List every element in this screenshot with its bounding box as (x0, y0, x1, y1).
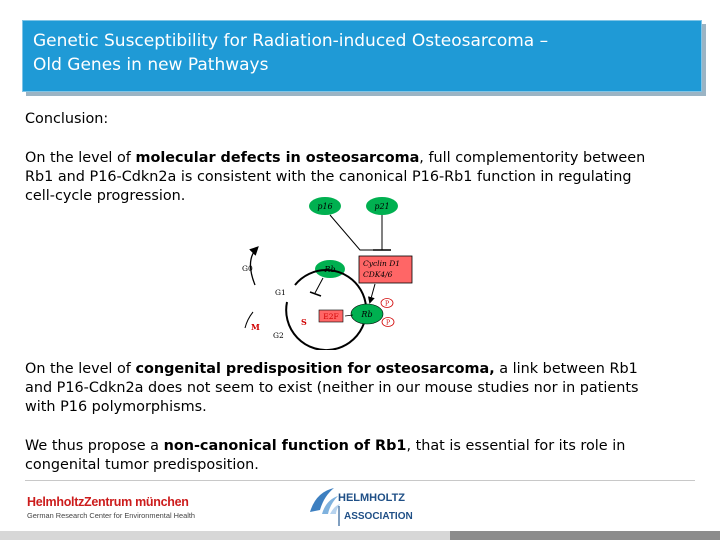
phosphate-circle-1 (380, 298, 394, 308)
p16-label: p16 (317, 202, 332, 211)
phosphate-circle-2 (381, 317, 395, 327)
p16-node (309, 197, 341, 215)
phosphate-label-1: P (385, 301, 389, 308)
hz-logo-text: HelmholtzZentrum münchen (27, 495, 189, 509)
g0-label: G0 (242, 264, 253, 273)
association-logo-text: ASSOCIATION (344, 511, 413, 522)
para3-pre: We thus propose a (25, 438, 164, 454)
helmholtz-association-logo: HELMHOLTZ ASSOCIATION (310, 488, 413, 526)
paragraph-2-line-1: On the level of congenital predispositio… (25, 360, 638, 379)
para3-bold: non-canonical function of Rb1 (163, 438, 407, 454)
p21-label: p21 (374, 202, 389, 211)
helmholtz-feather-icon (310, 488, 340, 514)
bottom-bar-right (450, 531, 720, 540)
cyclin-cdk-box (358, 255, 413, 284)
title-banner: Genetic Susceptibility for Radiation-ind… (22, 20, 702, 92)
cyclin-to-rb-arrow (367, 283, 376, 304)
m-label: M (251, 322, 260, 332)
g1-label: G1 (275, 288, 286, 297)
e2f-box (318, 309, 344, 323)
bottom-bar-left (0, 531, 450, 540)
rb-top-node (315, 260, 345, 278)
g0-arrow (249, 246, 259, 286)
paragraph-1-line-1: On the level of molecular defects in ost… (25, 149, 645, 168)
para1-bold: molecular defects in osteosarcoma (135, 150, 420, 166)
paragraph-1-line-2: Rb1 and P16-Cdkn2a is consistent with th… (25, 169, 632, 185)
footer-divider (25, 480, 695, 481)
para3-post: , that is essential for its role in (406, 438, 626, 454)
cyclin-label: Cyclin D1 (363, 259, 400, 268)
rb-inhibit-bar (309, 291, 322, 297)
p16-inhibit-line (329, 214, 375, 251)
paragraph-1-line-3: cell-cycle progression. (25, 188, 186, 204)
g1-arrow-arc (244, 311, 254, 329)
helmholtz-zentrum-logo: HelmholtzZentrum münchen German Research… (27, 495, 195, 520)
paragraph-3-line-1: We thus propose a non-canonical function… (25, 437, 625, 456)
p21-node (366, 197, 398, 215)
helmholtz-logo-text: HELMHOLTZ (338, 492, 405, 504)
para2-bold: congenital predisposition for osteosarco… (135, 361, 495, 377)
rb-e2f-link (344, 314, 354, 317)
para2-pre: On the level of (25, 361, 136, 377)
rb-bottom-label: Rb (360, 310, 372, 319)
s-label: S (301, 317, 307, 327)
para2-post: a link between Rb1 (494, 361, 638, 377)
hz-logo-subtitle: German Research Center for Environmental… (27, 511, 196, 520)
paragraph-2-line-3: with P16 polymorphisms. (25, 399, 207, 415)
title-line-1: Genetic Susceptibility for Radiation-ind… (33, 31, 549, 51)
para1-pre: On the level of (25, 150, 136, 166)
cell-cycle-circle (285, 269, 368, 350)
para1-post: , full complementority between (419, 150, 646, 166)
paragraph-2-line-2: and P16-Cdkn2a does not seem to exist (n… (25, 380, 639, 396)
phosphate-label-2: P (386, 320, 390, 327)
rb-inhibit-line (314, 277, 324, 294)
paragraph-3-line-2: congenital tumor predisposition. (25, 457, 259, 473)
cell-cycle-diagram: p16 p21 Rb Cyclin D1 CDK4/6 G0 G1 S M G2… (242, 197, 413, 350)
e2f-label: E2F (323, 312, 338, 321)
title-line-2: Old Genes in new Pathways (33, 55, 269, 75)
rb-bottom-node (350, 303, 384, 325)
cdk-label: CDK4/6 (363, 270, 393, 279)
g2-label: G2 (273, 331, 284, 340)
conclusion-heading: Conclusion: (25, 111, 109, 127)
